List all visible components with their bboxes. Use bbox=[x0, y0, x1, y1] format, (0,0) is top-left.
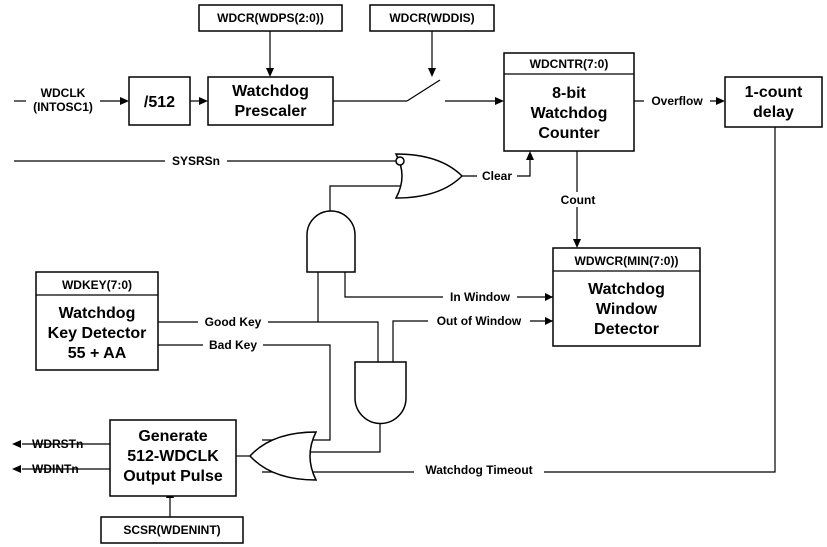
prescaler-title-2: Prescaler bbox=[234, 103, 306, 120]
window-detector-title-2: Window bbox=[596, 301, 658, 318]
clear-label: Clear bbox=[482, 169, 512, 183]
good-key-label: Good Key bbox=[205, 315, 262, 329]
arrow-in-window bbox=[545, 293, 553, 301]
scsr-register: SCSR(WDENINT) bbox=[100, 516, 244, 544]
counter-block: WDCNTR(7:0) 8-bit Watchdog Counter bbox=[503, 52, 635, 152]
window-detector-title-3: Detector bbox=[594, 321, 659, 338]
window-detector-title-1: Watchdog bbox=[588, 281, 665, 298]
arrow-into-counter bbox=[495, 97, 504, 105]
or-gate-clear bbox=[394, 153, 464, 199]
arrow-into-prescaler bbox=[199, 97, 208, 105]
key-detector-title-3: 55 + AA bbox=[68, 345, 127, 362]
out-of-window-label: Out of Window bbox=[437, 314, 522, 328]
wddis-register: WDCR(WDDIS) bbox=[369, 4, 495, 32]
pulse-gen-title-3: Output Pulse bbox=[123, 468, 223, 485]
arrow-clear-into-counter bbox=[526, 151, 534, 160]
div512-block: /512 bbox=[128, 76, 191, 126]
delay-block: 1-count delay bbox=[724, 76, 823, 128]
arrow-out-of-window bbox=[545, 317, 553, 325]
timeout-label: Watchdog Timeout bbox=[425, 463, 532, 477]
or-gate-output bbox=[248, 431, 318, 481]
scsr-register-label: SCSR(WDENINT) bbox=[123, 523, 220, 537]
arrow-into-window-detector bbox=[573, 239, 581, 248]
count-label: Count bbox=[561, 193, 596, 207]
prescaler-block: Watchdog Prescaler bbox=[207, 76, 334, 126]
window-detector-block: WDWCR(MIN(7:0)) Watchdog Window Detector bbox=[552, 247, 701, 347]
key-detector-header: WDKEY(7:0) bbox=[62, 278, 132, 292]
wddis-register-label: WDCR(WDDIS) bbox=[389, 11, 474, 25]
key-detector-block: WDKEY(7:0) Watchdog Key Detector 55 + AA bbox=[35, 271, 159, 371]
counter-title-1: 8-bit bbox=[552, 85, 586, 102]
arrow-into-delay bbox=[716, 97, 725, 105]
counter-title-2: Watchdog bbox=[531, 105, 608, 122]
arrow-into-div512 bbox=[120, 97, 129, 105]
div512-label: /512 bbox=[144, 94, 175, 111]
pulse-gen-title-2: 512-WDCLK bbox=[127, 448, 219, 465]
wdintn-label: WDINTn bbox=[32, 462, 79, 476]
prescaler-title-1: Watchdog bbox=[232, 83, 309, 100]
pulse-gen-block: Generate 512-WDCLK Output Pulse bbox=[109, 419, 237, 497]
wdrstn-label: WDRSTn bbox=[32, 437, 83, 451]
signal-labels: WDCLK (INTOSC1) SYSRSn Overflow Clear Co… bbox=[32, 86, 710, 478]
arrow-wdrstn bbox=[12, 440, 21, 448]
counter-title-3: Counter bbox=[538, 125, 599, 142]
key-detector-title-2: Key Detector bbox=[48, 325, 147, 342]
gates bbox=[248, 153, 464, 481]
wdps-register-label: WDCR(WDPS(2:0)) bbox=[217, 11, 324, 25]
and1-to-or-wire bbox=[329, 185, 402, 211]
sysrsn-label: SYSRSn bbox=[172, 154, 220, 168]
arrowheads bbox=[12, 68, 725, 498]
window-detector-header: WDWCR(MIN(7:0)) bbox=[575, 254, 679, 268]
in-window-label: In Window bbox=[450, 290, 511, 304]
switch-blade bbox=[406, 79, 441, 102]
counter-header: WDCNTR(7:0) bbox=[530, 57, 609, 71]
sysrsn-invert-bubble bbox=[395, 156, 405, 166]
overflow-label: Overflow bbox=[651, 94, 703, 108]
delay-title-1: 1-count bbox=[745, 84, 803, 101]
key-detector-title-1: Watchdog bbox=[59, 305, 136, 322]
bad-key-label: Bad Key bbox=[209, 338, 257, 352]
wdclk-sub-label: (INTOSC1) bbox=[33, 100, 93, 114]
and-gate-out-of-window bbox=[354, 361, 407, 425]
delay-title-2: delay bbox=[753, 104, 794, 121]
wdps-register: WDCR(WDPS(2:0)) bbox=[198, 4, 343, 32]
arrow-into-switch bbox=[428, 68, 436, 77]
arrow-into-prescaler-top bbox=[266, 68, 274, 77]
and-gate-in-window bbox=[306, 210, 356, 273]
arrow-wdintn bbox=[12, 465, 21, 473]
pulse-gen-title-1: Generate bbox=[138, 428, 207, 445]
wdclk-label: WDCLK bbox=[41, 86, 86, 100]
